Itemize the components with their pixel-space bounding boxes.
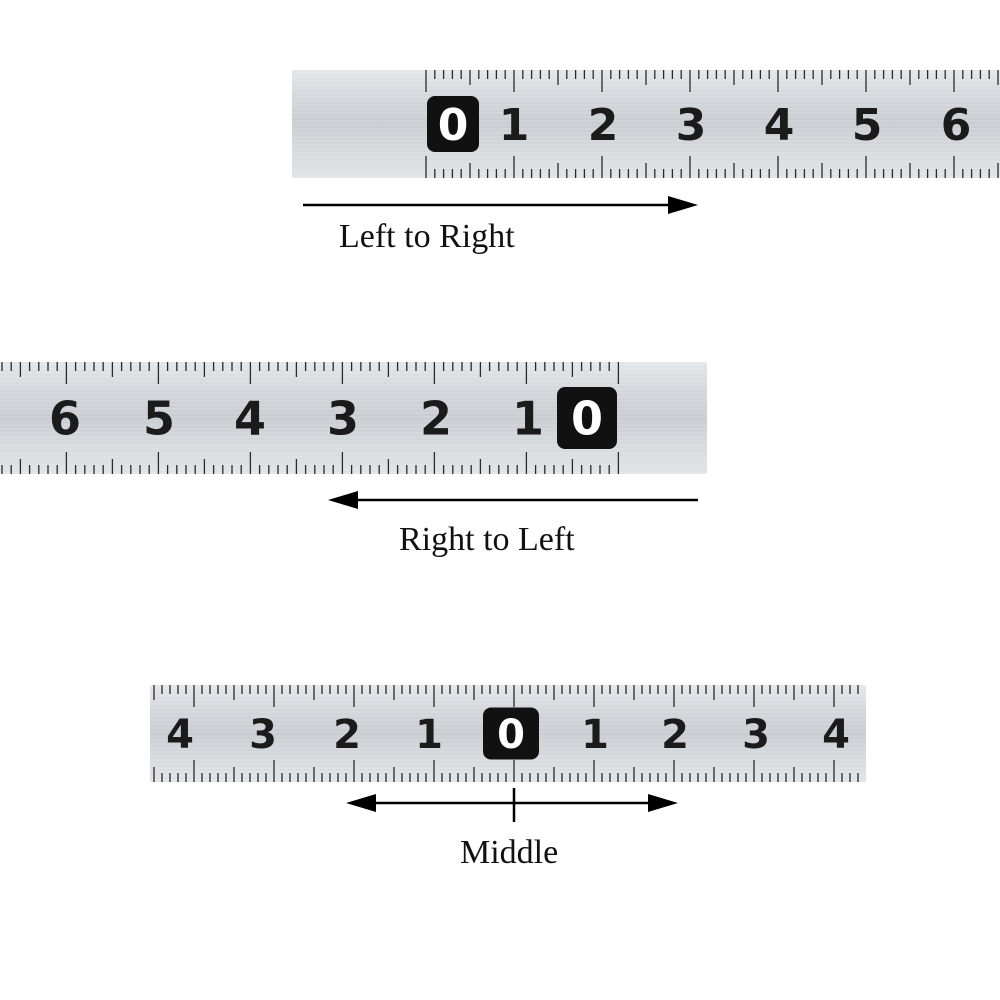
caption-left-to-right: Left to Right (339, 218, 515, 255)
ruler-number: 4 (166, 712, 194, 758)
arrow-right-icon (303, 196, 698, 214)
ruler-number-zero: 0 (438, 100, 469, 151)
ruler-number: 3 (676, 100, 707, 151)
ruler-ticks (1, 362, 620, 474)
ruler-number: 2 (333, 712, 361, 758)
arrow-left-icon (328, 491, 698, 509)
ruler-number: 2 (661, 712, 689, 758)
ruler-ticks (425, 70, 999, 178)
double-arrow-icon (346, 788, 678, 822)
ruler-number: 2 (588, 100, 619, 151)
ruler-number: 1 (415, 712, 443, 758)
ruler-ticks (153, 685, 859, 782)
ruler-number: 4 (822, 712, 850, 758)
ruler-number: 1 (512, 392, 544, 446)
ruler-number-zero: 0 (571, 392, 603, 446)
ruler-number: 3 (249, 712, 277, 758)
ruler-middle-graphic: 4 3 2 1 0 1 2 3 4 (150, 685, 866, 782)
ruler-number: 1 (499, 100, 530, 151)
ruler-number: 3 (742, 712, 770, 758)
ruler-number-zero: 0 (497, 712, 525, 758)
zero-badge (427, 96, 479, 152)
ruler-number: 1 (581, 712, 609, 758)
ruler-number: 4 (764, 100, 795, 151)
ruler-number: 6 (49, 392, 81, 446)
caption-middle: Middle (460, 834, 559, 871)
ruler-number: 6 (941, 100, 972, 151)
ruler-number: 2 (420, 392, 452, 446)
caption-right-to-left: Right to Left (399, 521, 575, 558)
zero-badge (483, 707, 539, 760)
ruler-number: 3 (327, 392, 359, 446)
ruler-number: 4 (234, 392, 266, 446)
ruler-number: 5 (143, 392, 175, 446)
ruler-middle: 4 3 2 1 0 1 2 3 4 (150, 685, 866, 782)
ruler-number: 5 (852, 100, 883, 151)
zero-badge (557, 387, 617, 449)
